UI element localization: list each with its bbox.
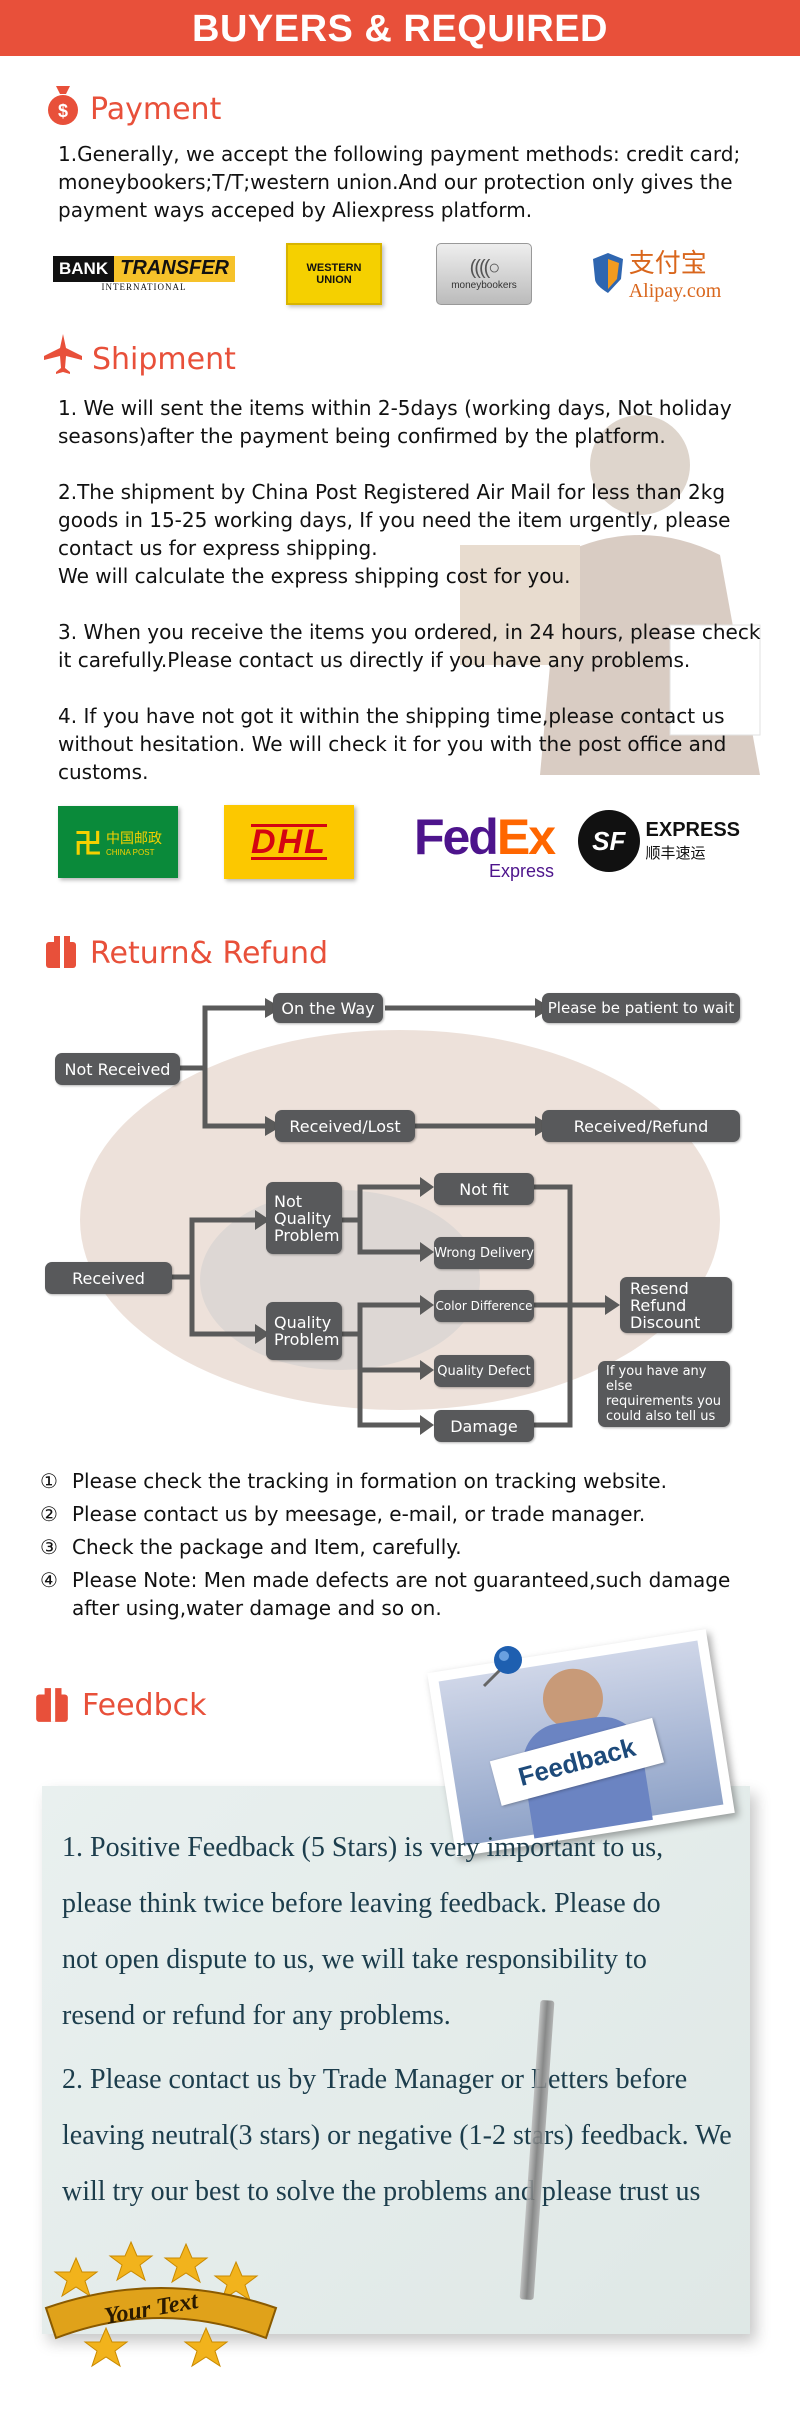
stars-icon bbox=[44, 2240, 278, 2368]
package-icon bbox=[44, 934, 78, 970]
flow-on-the-way: On the Way bbox=[273, 993, 383, 1023]
china-post-logo: 卍 中国邮政 CHINA POST bbox=[58, 806, 178, 878]
fedex-logo: FedEx Express bbox=[413, 808, 556, 881]
money-bag-icon: $ bbox=[46, 82, 80, 126]
delivery-man-image bbox=[420, 395, 780, 775]
feedback-title: Feedbck bbox=[82, 1688, 207, 1723]
sf-express-logo: SF EXPRESS 顺丰速运 bbox=[578, 806, 740, 876]
feedback-card bbox=[42, 1786, 750, 2334]
bank-transfer-logo: BANK TRANSFER INTERNATIONAL bbox=[52, 252, 236, 296]
flow-received: Received bbox=[45, 1262, 172, 1294]
flow-damage: Damage bbox=[434, 1410, 534, 1442]
flow-quality-problem: Quality Problem bbox=[266, 1302, 342, 1360]
shipment-text: 1. We will sent the items within 2-5days… bbox=[58, 394, 778, 786]
alipay-logo: 支付宝 Alipay.com bbox=[574, 240, 738, 306]
flow-not-quality-problem: Not Quality Problem bbox=[266, 1182, 342, 1254]
flow-wrong-delivery: Wrong Delivery bbox=[434, 1237, 534, 1269]
flow-color-difference: Color Difference bbox=[434, 1290, 534, 1322]
flow-not-received: Not Received bbox=[55, 1053, 180, 1085]
refund-title: Return& Refund bbox=[90, 936, 329, 971]
flow-be-patient: Please be patient to wait bbox=[542, 993, 740, 1023]
payment-title: Payment bbox=[90, 92, 222, 127]
dhl-logo: DHL bbox=[224, 805, 354, 879]
moneybookers-logo: ((((○ moneybookers bbox=[436, 243, 532, 305]
shipment-item: 2.The shipment by China Post Registered … bbox=[58, 480, 731, 588]
sf-circle-icon: SF bbox=[578, 810, 640, 872]
china-post-icon: 卍 bbox=[73, 828, 102, 859]
alipay-shield-icon bbox=[592, 253, 623, 293]
push-pin-icon bbox=[470, 1640, 530, 1700]
shipment-item: 1. We will sent the items within 2-5days… bbox=[58, 396, 732, 448]
shipment-title: Shipment bbox=[92, 342, 236, 377]
feedback-text-1: 1. Positive Feedback (5 Stars) is very i… bbox=[62, 1832, 664, 2031]
flow-received-refund: Received/Refund bbox=[542, 1110, 740, 1142]
flow-other-requirements: If you have any else requirements you co… bbox=[598, 1361, 730, 1427]
page-banner: BUYERS & REQUIRED bbox=[0, 0, 800, 56]
flow-resend-refund-discount: Resend Refund Discount bbox=[620, 1277, 732, 1333]
package-icon bbox=[34, 1686, 70, 1724]
flow-quality-defect: Quality Defect bbox=[434, 1355, 534, 1387]
svg-text:$: $ bbox=[58, 101, 68, 121]
gold-badge: Your Text bbox=[36, 2238, 286, 2368]
airplane-icon bbox=[42, 332, 84, 376]
flow-received-lost: Received/Lost bbox=[275, 1110, 415, 1142]
shipment-item: 4. If you have not got it within the shi… bbox=[58, 704, 727, 784]
shipment-item: 3. When you receive the items you ordere… bbox=[58, 620, 761, 672]
feedback-text-2: 2. Please contact us by Trade Manager or… bbox=[62, 2064, 732, 2207]
payment-text: 1.Generally, we accept the following pay… bbox=[58, 142, 741, 222]
flow-not-fit: Not fit bbox=[434, 1173, 534, 1205]
refund-flowchart-lines bbox=[172, 998, 620, 1435]
